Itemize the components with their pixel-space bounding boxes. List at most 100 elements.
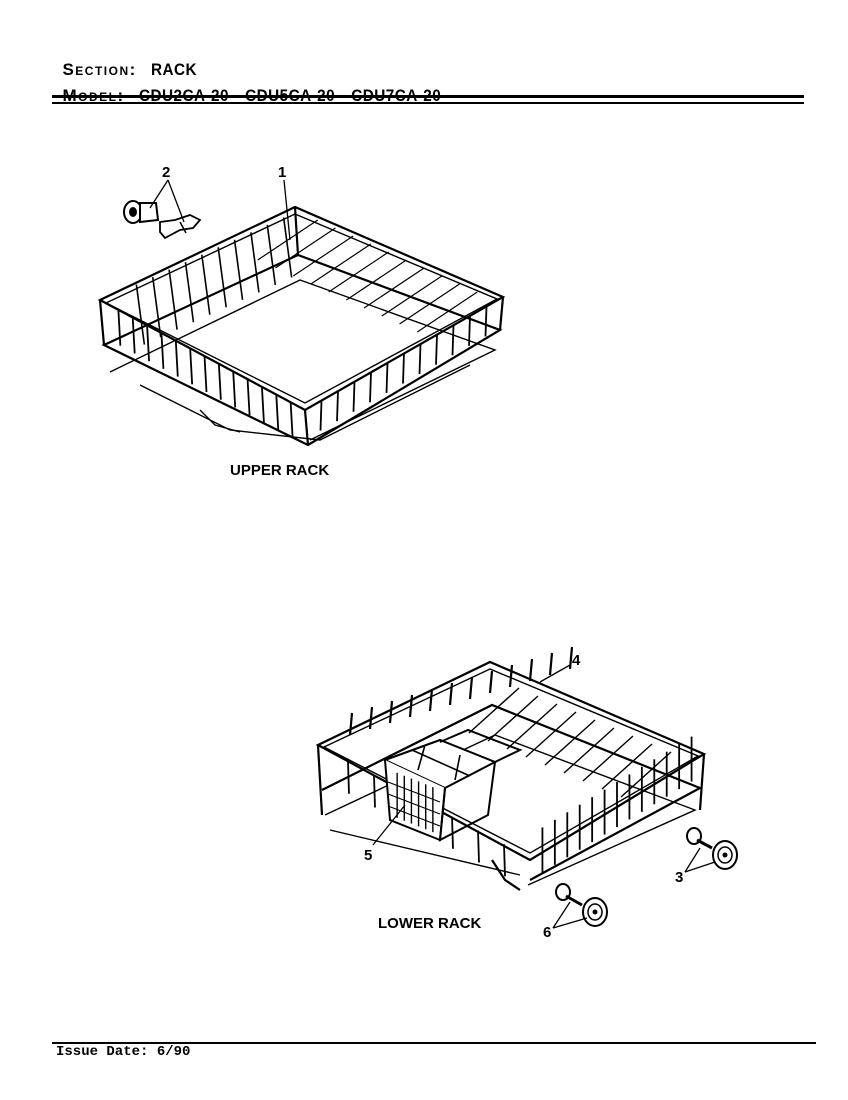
callout-4: 4	[572, 652, 581, 669]
rack-wire	[189, 348, 194, 385]
rack-wire	[582, 735, 634, 782]
rack-wire	[275, 227, 336, 269]
rack-wire	[548, 652, 554, 676]
rack-wire	[319, 400, 323, 431]
leader-line	[552, 901, 571, 929]
rack-wire	[435, 334, 438, 365]
rack-wire	[418, 344, 422, 375]
rack-wire	[373, 775, 376, 808]
section-value: RACK	[150, 60, 197, 79]
rack-wire	[408, 694, 414, 718]
rack-wire	[352, 381, 356, 412]
rack-wire	[246, 379, 251, 416]
callout-3: 3	[675, 869, 683, 886]
rack-wire	[174, 340, 179, 377]
rack-wire	[261, 386, 265, 423]
rack-wire	[160, 332, 165, 369]
rack-wire	[292, 235, 354, 277]
rack-wire	[289, 402, 294, 439]
leader-line	[372, 804, 406, 846]
section-label: Section:	[62, 60, 137, 79]
rack-wire	[416, 291, 478, 333]
rack-wire	[310, 243, 372, 285]
rack-wire	[477, 830, 480, 863]
leader-line	[684, 861, 716, 873]
rack-wire	[388, 700, 394, 724]
rack-wire	[146, 325, 150, 362]
rack-wire	[275, 394, 280, 431]
rack-wire	[385, 362, 389, 393]
rack-wire	[381, 275, 443, 317]
rack-wire	[428, 688, 434, 712]
rack-wire	[117, 309, 122, 346]
rack-wire	[168, 269, 178, 330]
rack-wire	[620, 751, 672, 798]
rack-wire	[250, 232, 260, 293]
basket-grid	[387, 772, 441, 833]
leader-line	[167, 179, 185, 223]
upper-interior-wires	[135, 217, 478, 345]
rack-wire	[201, 254, 211, 315]
lower-rack-drawing	[315, 646, 707, 891]
footer-rule	[52, 1042, 816, 1044]
rack-wire	[402, 353, 405, 384]
leader-line	[552, 917, 588, 929]
issue-date: Issue Date: 6/90	[56, 1044, 191, 1060]
rack-wire	[451, 325, 455, 356]
rack-wire	[348, 712, 354, 736]
rack-wire	[487, 695, 539, 742]
rack-wheel-part-6	[555, 883, 608, 927]
rack-wire	[328, 251, 389, 293]
rack-wire	[484, 306, 488, 337]
rack-wire	[368, 706, 374, 730]
rack-wire	[508, 664, 514, 688]
rack-wire	[151, 276, 162, 338]
rack-wire	[184, 262, 195, 323]
rack-wire	[468, 315, 471, 346]
rack-wheel-part-3	[686, 827, 738, 870]
callout-1: 1	[278, 164, 286, 181]
rack-wire	[232, 371, 237, 408]
rack-wire	[266, 224, 277, 286]
rack-wire	[506, 703, 558, 750]
rack-wire	[448, 682, 454, 706]
rack-wire	[217, 363, 222, 400]
callout-5: 5	[364, 847, 372, 864]
section-line: Section: RACK	[52, 40, 202, 80]
header-rule-thin	[52, 102, 804, 104]
rack-wire	[257, 219, 319, 261]
rack-wire	[399, 283, 460, 325]
rack-wire	[468, 687, 520, 734]
rack-wire	[369, 372, 372, 403]
rack-wire	[233, 239, 244, 300]
rack-wire	[282, 217, 293, 278]
rack-adjuster-part	[123, 200, 202, 240]
lower-interior-wires	[468, 687, 672, 798]
rack-wire	[217, 247, 227, 308]
upper-rack-drawing	[97, 205, 506, 447]
lower-tall-tines	[348, 646, 574, 736]
upper-back-tines	[319, 306, 488, 431]
callout-6: 6	[543, 924, 551, 941]
rack-wire	[347, 761, 350, 794]
leader-line	[684, 847, 701, 873]
rack-wire	[336, 391, 339, 422]
leader-line	[149, 179, 169, 209]
upper-front-tines	[117, 309, 294, 439]
rack-wire	[387, 781, 441, 803]
rack-wire	[387, 805, 441, 827]
rack-wire	[363, 267, 425, 309]
silverware-basket-part	[382, 728, 523, 842]
rack-wire	[468, 676, 474, 700]
leader-line	[283, 179, 291, 241]
rack-wire	[387, 793, 441, 815]
leader-line	[539, 664, 571, 683]
rack-wire	[568, 646, 574, 670]
rack-wire	[203, 355, 208, 393]
rack-wire	[131, 317, 136, 354]
header-rule-thick	[52, 95, 804, 98]
rack-wire	[525, 711, 577, 758]
upper-rack-caption: UPPER RACK	[230, 462, 329, 479]
callout-2: 2	[162, 164, 170, 181]
